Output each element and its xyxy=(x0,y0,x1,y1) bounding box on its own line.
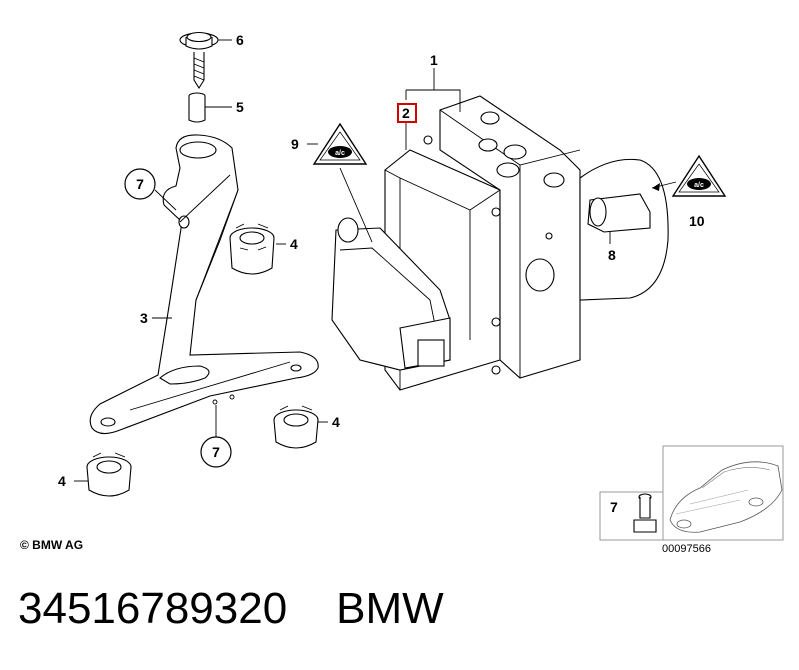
callout-10: 10 xyxy=(689,213,705,229)
callout-circle-7-bottom xyxy=(200,405,232,468)
callout-4-upper: 4 xyxy=(290,236,298,252)
inset-bolt-7 xyxy=(633,493,657,533)
callout-4-left: 4 xyxy=(58,473,66,489)
rubber-mount-4-upper xyxy=(229,223,275,275)
callout-7-bottom: 7 xyxy=(212,444,220,460)
callout-8: 8 xyxy=(608,247,616,263)
callout-7-top: 7 xyxy=(136,176,144,192)
callout-circle-7-top xyxy=(124,168,177,211)
car-silhouette-icon xyxy=(669,461,783,533)
part-number: 34516789320 xyxy=(18,584,288,633)
callout-6: 6 xyxy=(236,32,244,48)
brand-name: BMW xyxy=(336,584,444,633)
callout-4-right: 4 xyxy=(332,414,340,430)
rubber-mount-4-left xyxy=(86,452,132,497)
bracket-3 xyxy=(89,134,319,435)
highlight-box-2 xyxy=(397,103,417,123)
part-number-footer: 34516789320 BMW xyxy=(18,584,444,634)
callout-1: 1 xyxy=(430,52,438,68)
bracket-leader-1 xyxy=(405,89,461,112)
warning-label-10: a/c xyxy=(671,154,727,197)
warning-symbol-text-9: a/c xyxy=(335,150,345,157)
warning-symbol-text-10: a/c xyxy=(694,182,704,189)
callout-3: 3 xyxy=(140,310,148,326)
rubber-mount-4-right xyxy=(273,405,319,449)
callout-9: 9 xyxy=(291,136,299,152)
copyright-text: © BMW AG xyxy=(20,538,84,552)
leader-9 xyxy=(339,167,373,243)
callout-7-inset: 7 xyxy=(610,499,618,515)
warning-label-9: a/c xyxy=(312,122,368,165)
hydraulic-unit-1 xyxy=(331,95,669,391)
callout-2: 2 xyxy=(402,105,410,121)
callout-5: 5 xyxy=(236,99,244,115)
sleeve-5 xyxy=(188,92,206,123)
bolt-6 xyxy=(179,31,219,90)
reference-code: 00097566 xyxy=(662,543,711,555)
